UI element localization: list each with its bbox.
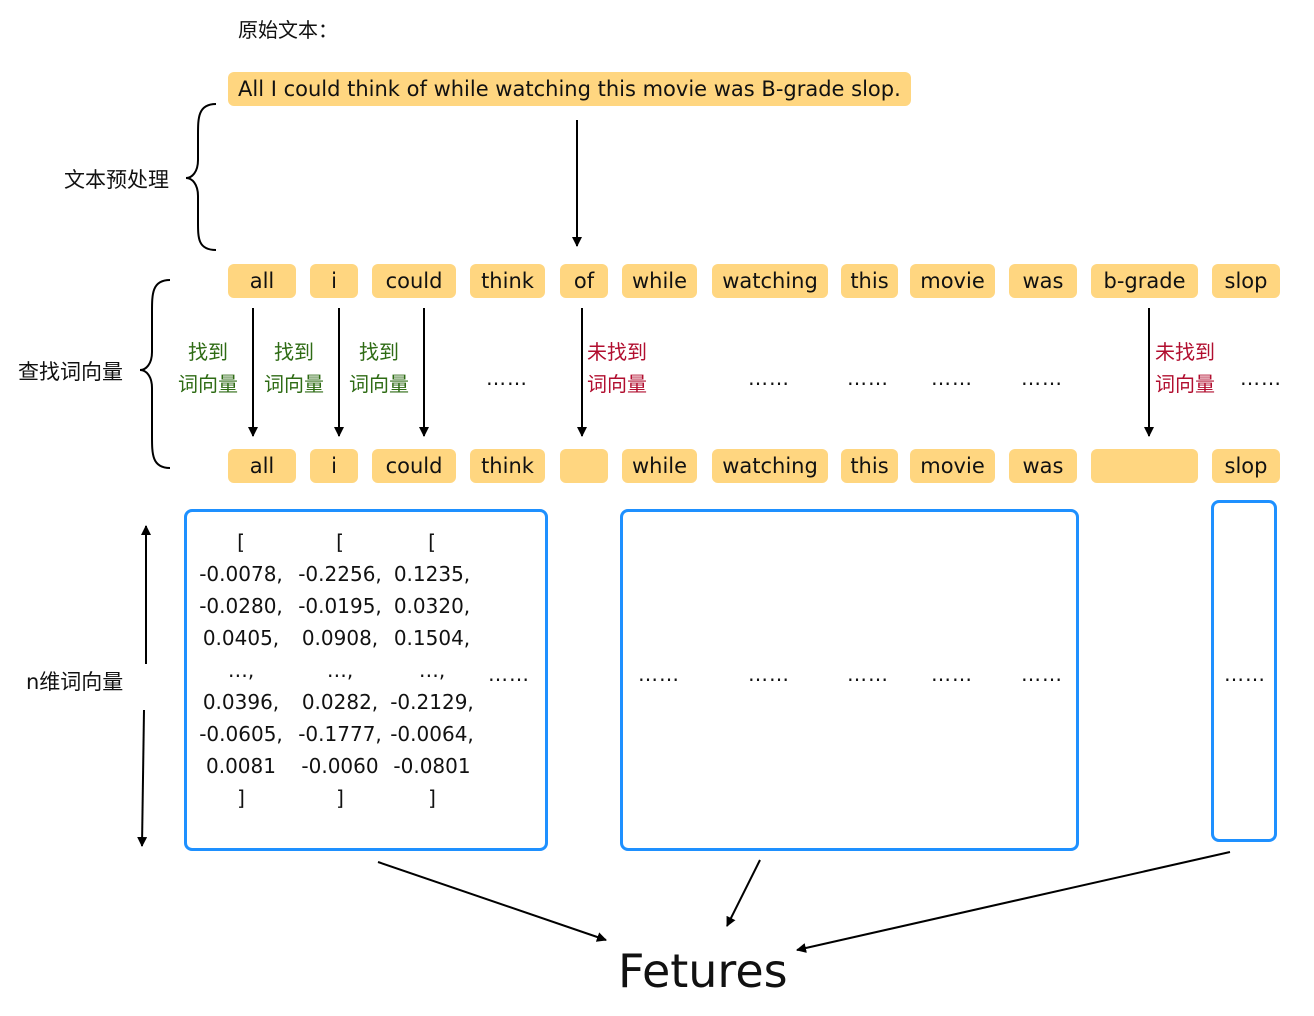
vector-close-bracket: ] [428,786,436,810]
vector-value: -0.0078, [199,562,283,586]
status-notfound-line2: 词向量 [587,372,647,396]
original-text-label: 原始文本： [238,18,338,42]
token-of: of [560,264,608,298]
token-b-grade: b-grade [1091,264,1198,298]
vector-value: -0.2256, [298,562,382,586]
result-token-i: i [310,449,358,483]
vector-value: 0.0081 [206,754,276,778]
vector-value: 0.0320, [393,594,471,618]
vector-value: -0.2129, [390,690,474,714]
vector-value: -0.1777, [298,722,382,746]
status-found-line2: 词向量 [178,372,238,396]
vector-ellipsis-was: …… [1021,662,1063,686]
ellipsis-watching: …… [748,366,790,390]
vector-ellipsis-movie: …… [931,662,973,686]
vector-value: …, [418,658,446,682]
token-this: this [841,264,898,298]
status-found-line1: 找到 [274,340,314,364]
token-watching: watching [712,264,828,298]
status-notfound-line2: 词向量 [1155,372,1215,396]
vector-value: 0.1504, [393,626,471,650]
vector-value: -0.0605, [199,722,283,746]
token-slop: slop [1212,264,1280,298]
result-token-all: all [228,449,296,483]
vector-value: -0.0195, [298,594,382,618]
result-token-slop: slop [1212,449,1280,483]
token-all: all [228,264,296,298]
result-token-watching: watching [712,449,828,483]
vector-all: [ -0.0078, -0.0280, 0.0405, …, 0.0396, -… [193,526,289,814]
vector-ellipsis-watching: …… [748,662,790,686]
vector-i: [ -0.2256, -0.0195, 0.0908, …, 0.0282, -… [292,526,388,814]
vector-ellipsis-slop: …… [1224,662,1266,686]
vector-open-bracket: [ [336,530,344,554]
ellipsis-movie: …… [931,366,973,390]
brace-preprocess [185,103,217,251]
features-label: Fetures [618,944,788,998]
vector-value: …, [227,658,255,682]
token-movie: movie [910,264,995,298]
ellipsis-slop: …… [1240,366,1282,390]
status-found-line2: 词向量 [349,372,409,396]
arrow-box2-to-features [726,859,761,927]
token-was: was [1009,264,1077,298]
vector-ellipsis-this: …… [847,662,889,686]
status-found-line1: 找到 [359,340,399,364]
vector-close-bracket: ] [336,786,344,810]
vector-ellipsis-while: …… [638,662,680,686]
status-notfound-bgrade: 未找到 词向量 [1155,336,1235,400]
status-found-i: 找到 词向量 [264,336,334,400]
vector-value: 0.0908, [301,626,379,650]
stage-label-preprocess: 文本预处理 [64,168,169,192]
ellipsis-this: …… [847,366,889,390]
status-notfound-line1: 未找到 [1155,340,1215,364]
result-token-this: this [841,449,898,483]
vector-box-middle [620,509,1079,851]
vector-value: 0.0396, [202,690,280,714]
ellipsis-was: …… [1021,366,1063,390]
result-token-empty-of [560,449,608,483]
status-found-line1: 找到 [188,340,228,364]
vector-box-slop [1211,500,1277,842]
vector-value: -0.0064, [390,722,474,746]
vector-box-found [184,509,548,851]
token-i: i [310,264,358,298]
vector-value: 0.0405, [202,626,280,650]
vector-value: 0.0282, [301,690,379,714]
status-found-line2: 词向量 [264,372,324,396]
status-found-all: 找到 词向量 [178,336,248,400]
result-token-empty-bgrade [1091,449,1198,483]
result-token-was: was [1009,449,1077,483]
arrow-box3-to-features [796,851,1231,953]
vector-value: -0.0060 [301,754,379,778]
vector-ellipsis-think: …… [488,662,530,686]
vector-value: -0.0280, [199,594,283,618]
result-token-movie: movie [910,449,995,483]
token-could: could [372,264,456,298]
result-token-think: think [470,449,545,483]
vector-could: [ 0.1235, 0.0320, 0.1504, …, -0.2129, -0… [384,526,480,814]
result-token-while: while [622,449,697,483]
arrow-dim-down [137,709,148,847]
vector-value: 0.1235, [393,562,471,586]
result-token-could: could [372,449,456,483]
vector-open-bracket: [ [237,530,245,554]
vector-value: …, [326,658,354,682]
ellipsis-think: …… [486,366,528,390]
vector-value: -0.0801 [393,754,471,778]
vector-close-bracket: ] [237,786,245,810]
arrow-box1-to-features [377,861,607,942]
sentence-box: All I could think of while watching this… [228,72,911,106]
stage-label-ndim: n维词向量 [26,670,124,694]
status-notfound-of: 未找到 词向量 [587,336,667,400]
token-think: think [470,264,545,298]
vector-open-bracket: [ [428,530,436,554]
token-while: while [622,264,697,298]
status-found-could: 找到 词向量 [349,336,419,400]
stage-label-lookup: 查找词向量 [18,360,123,384]
status-notfound-line1: 未找到 [587,340,647,364]
brace-lookup [139,279,171,469]
